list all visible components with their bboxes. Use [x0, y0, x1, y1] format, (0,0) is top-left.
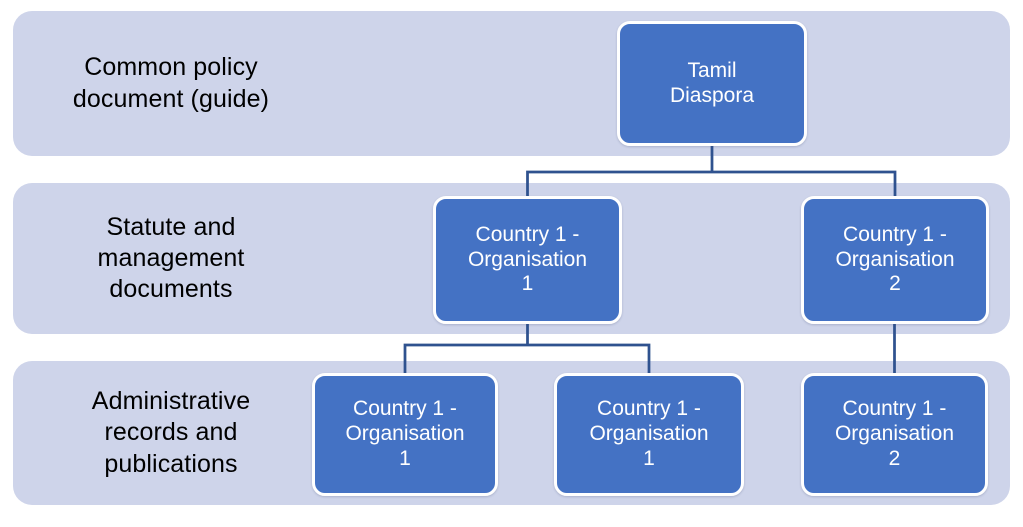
row-label-common-policy: Common policy document (guide) [72, 53, 270, 113]
connector-level2a-to-level3 [403, 322, 651, 375]
node-statute-country1-organisation2: Country 1 - Organisation 2 [801, 196, 989, 324]
row-label-statute-management: Statute and management documents [97, 212, 245, 304]
row-label-administrative-records: Administrative records and publications [91, 387, 251, 478]
node-admin-country1-organisation2: Country 1 - Organisation 2 [801, 373, 988, 496]
node-admin-country1-organisation1-b: Country 1 - Organisation 1 [554, 373, 744, 496]
node-statute-country1-organisation1: Country 1 - Organisation 1 [433, 196, 622, 324]
node-admin-country1-organisation1-a: Country 1 - Organisation 1 [312, 373, 498, 496]
node-tamil-diaspora: Tamil Diaspora [617, 21, 807, 146]
band-common-policy: Common policy document (guide) [13, 11, 1010, 156]
connector-root-to-level2 [526, 144, 897, 198]
